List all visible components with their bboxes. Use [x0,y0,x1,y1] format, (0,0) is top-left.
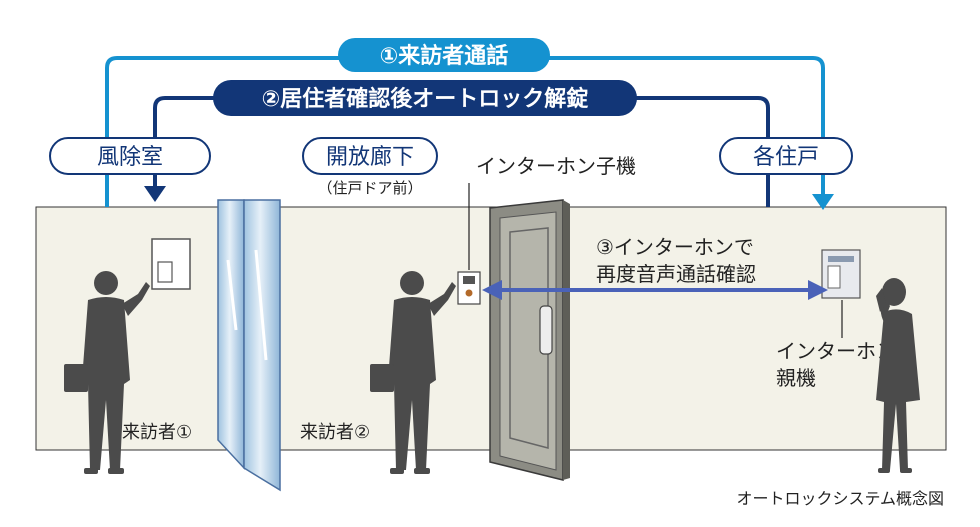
intercom-handset-device [457,183,481,305]
visitor-1-label: 来訪者① [122,422,192,443]
step1-label: ①来訪者通話 [338,38,550,72]
units-label: 各住戸 [753,145,819,170]
handset-label: インターホン子機 [476,154,636,178]
corridor-sub-label: （住戸ドア前） [317,179,422,197]
entrance-panel [151,238,191,290]
master-label-line1: インターホン [776,339,896,363]
step2-text: ②居住者確認後オートロック解錠 [262,86,589,112]
master-label-line2: 親機 [776,366,816,390]
visitor-1-silhouette [64,271,150,474]
glass-auto-door [217,199,281,492]
step3-text-line1: ③インターホンで [596,235,754,259]
visitor-2-silhouette [370,271,456,474]
visitor-2-label: 来訪者② [300,422,370,443]
units-pill: 各住戸 [719,137,853,175]
vestibule-label: 風除室 [97,145,163,170]
diagram-caption: オートロックシステム概念図 [736,489,944,508]
corridor-label: 開放廊下 [326,145,414,170]
vestibule-pill: 風除室 [49,137,211,175]
corridor-pill: 開放廊下 [302,137,438,175]
intercom-master-device [821,249,861,338]
step1-text: ①来訪者通話 [380,43,509,69]
step2-label: ②居住者確認後オートロック解錠 [213,80,637,116]
unit-door [489,199,570,481]
step3-text-line2: 再度音声通話確認 [596,262,756,286]
resident-silhouette [876,278,920,473]
